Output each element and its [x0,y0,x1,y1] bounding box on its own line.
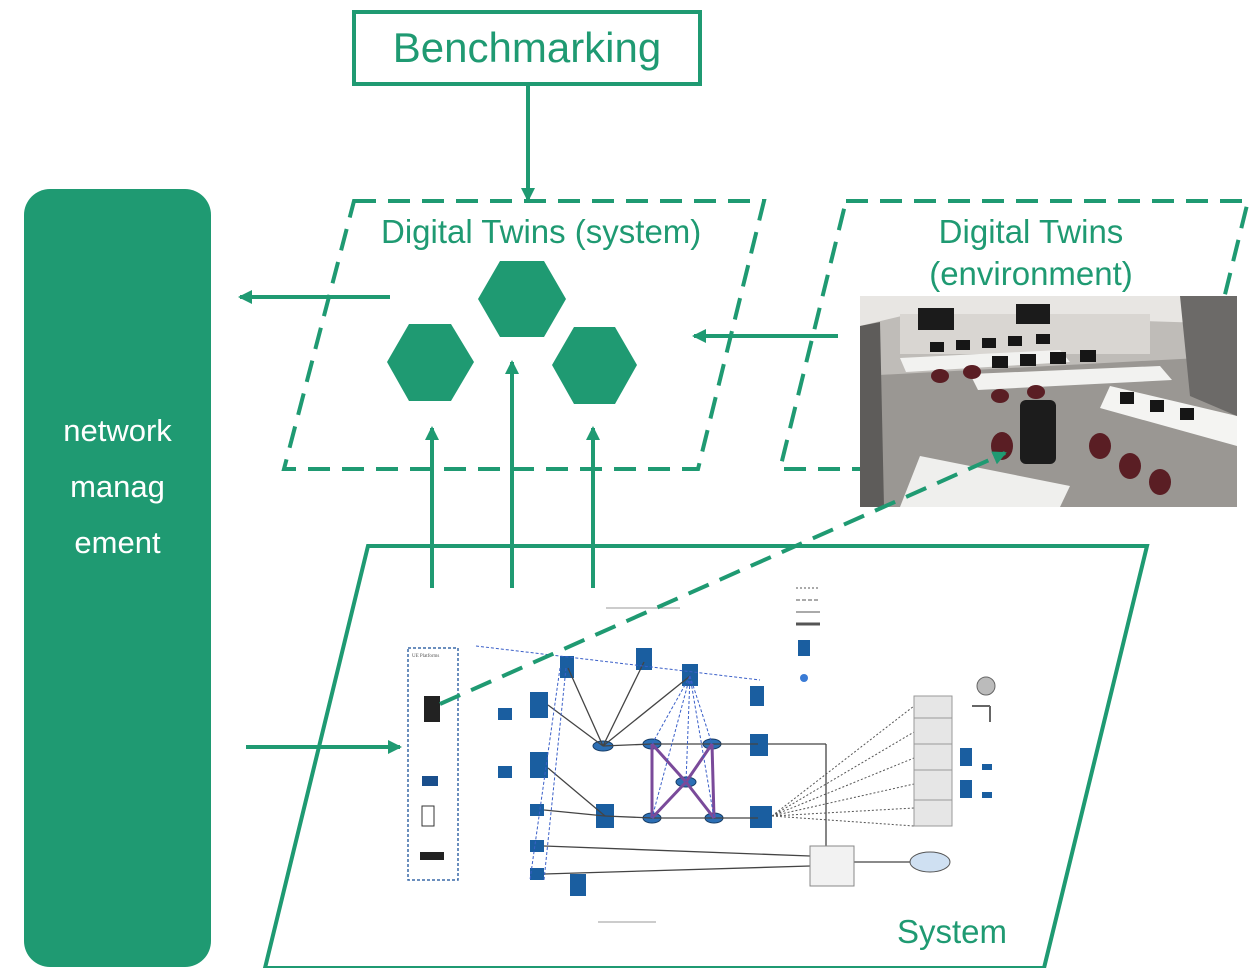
network-management-label: network manag ement [24,403,211,571]
dt-env-line-2: (environment) [929,255,1133,292]
network-topology-diagram: UE Platforms [407,587,996,923]
system-frame [262,544,1150,968]
nm-line-1: network [63,413,172,448]
network-management-panel: network manag ement [24,189,211,967]
twin-node-hexagon-icon [552,327,637,404]
nm-line-3: ement [74,525,161,560]
dt-env-line-1: Digital Twins [938,213,1124,250]
system-label: System [897,913,1008,950]
system-to-environment-dashed-arrow [439,451,1007,706]
environment-room-photo [860,296,1237,507]
digital-twins-system-label: Digital Twins (system) [381,213,702,250]
twin-node-hexagon-icon [478,261,566,337]
svg-text:UE Platforms: UE Platforms [412,654,439,659]
benchmarking-box: Benchmarking [352,10,702,86]
nm-line-2: manag [70,469,165,504]
twin-node-hexagon-icon [387,324,474,401]
digital-twins-environment-label: Digital Twins (environment) [916,211,1146,295]
benchmarking-label: Benchmarking [392,24,662,71]
digital-twins-environment-frame [777,199,1250,471]
digital-twins-system-frame [281,199,767,471]
